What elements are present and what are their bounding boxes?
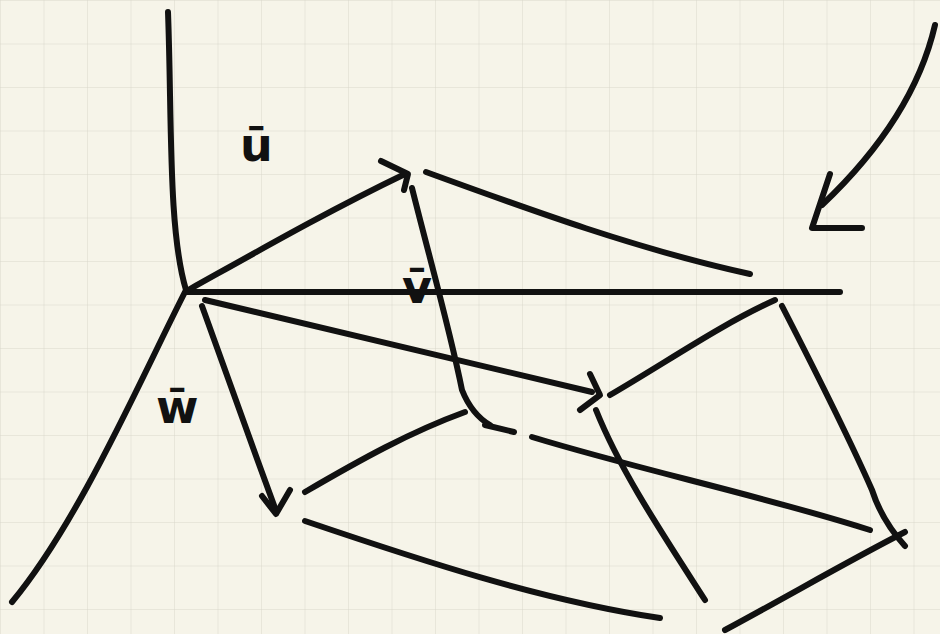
edge xyxy=(426,172,750,274)
edge xyxy=(610,300,775,395)
arrowhead-u xyxy=(381,161,408,190)
vector-u xyxy=(190,174,405,289)
z-axis xyxy=(168,12,186,290)
x-axis xyxy=(12,290,186,602)
arrowhead-v xyxy=(580,374,600,410)
edge xyxy=(596,410,705,600)
hidden-edge-dash xyxy=(485,425,514,432)
edge xyxy=(532,437,870,530)
y-axis xyxy=(186,291,840,293)
pointer-arrowhead xyxy=(812,174,862,228)
edge xyxy=(305,521,660,618)
vector-label: v̄ xyxy=(398,262,436,313)
arrowhead-w xyxy=(262,490,290,514)
vector-label: ū xyxy=(236,120,277,171)
pointer-arrow xyxy=(822,25,935,205)
vector-w xyxy=(202,306,275,508)
vector-v xyxy=(205,300,592,392)
edge xyxy=(725,532,905,630)
edge xyxy=(305,412,465,492)
vector-label: w̄ xyxy=(152,382,203,433)
